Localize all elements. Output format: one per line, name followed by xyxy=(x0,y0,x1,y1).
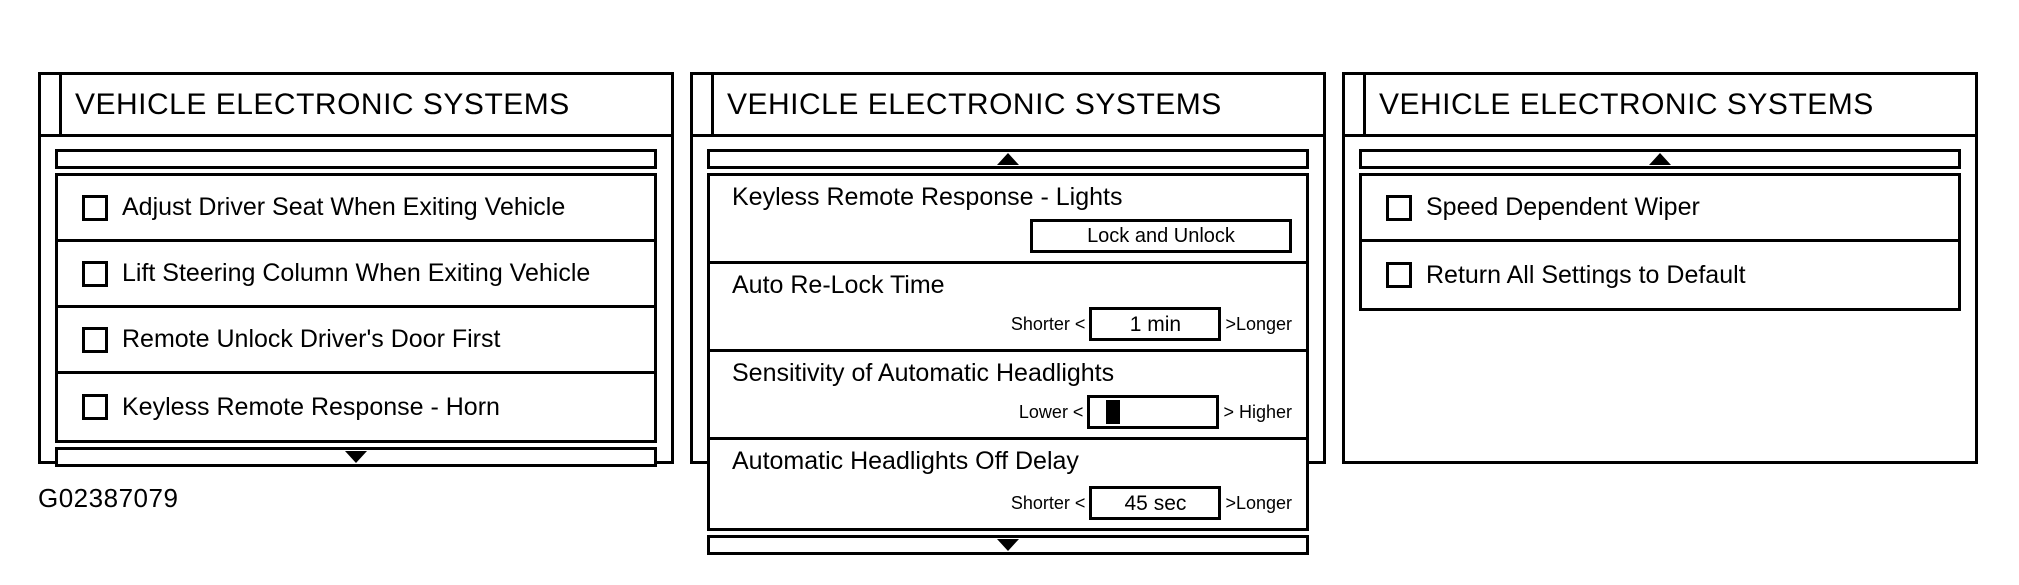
screen-body: Speed Dependent Wiper Return All Setting… xyxy=(1345,137,1975,461)
scroll-up-bar[interactable] xyxy=(707,149,1309,169)
screen-body: Keyless Remote Response - Lights Lock an… xyxy=(693,137,1323,555)
option-label: Automatic Headlights Off Delay xyxy=(732,447,1079,475)
scroll-down-arrow-icon[interactable] xyxy=(345,451,367,463)
option-label: Lift Steering Column When Exiting Vehicl… xyxy=(122,259,591,287)
slider-thumb[interactable] xyxy=(1105,400,1120,424)
screen-titlebar: VEHICLE ELECTRONIC SYSTEMS xyxy=(693,75,1323,137)
checkbox-icon[interactable] xyxy=(82,326,108,353)
scroll-down-arrow-icon[interactable] xyxy=(997,539,1019,551)
value-control[interactable]: Shorter < 45 sec >Longer xyxy=(1011,486,1292,520)
option-label: Remote Unlock Driver's Door First xyxy=(122,325,501,353)
checkbox-icon[interactable] xyxy=(82,260,108,287)
option-label: Speed Dependent Wiper xyxy=(1426,193,1700,221)
option-label: Sensitivity of Automatic Headlights xyxy=(732,359,1115,387)
value-field[interactable]: 45 sec xyxy=(1089,486,1222,520)
decrease-label: Shorter < xyxy=(1010,314,1086,334)
vehicle-electronic-systems-screen-3: VEHICLE ELECTRONIC SYSTEMS Speed Depende… xyxy=(1342,72,1978,464)
scroll-up-bar[interactable] xyxy=(1359,149,1961,169)
option-label: Auto Re-Lock Time xyxy=(732,271,945,299)
scroll-up-arrow-icon[interactable] xyxy=(997,153,1019,165)
option-list: Adjust Driver Seat When Exiting Vehicle … xyxy=(55,173,657,443)
value-control[interactable]: Lower < > Higher xyxy=(1019,395,1292,429)
titlebar-accent-bar xyxy=(711,75,714,134)
value-field[interactable]: 1 min xyxy=(1089,307,1222,341)
option-list: Speed Dependent Wiper Return All Setting… xyxy=(1359,173,1961,311)
screen-title: VEHICLE ELECTRONIC SYSTEMS xyxy=(75,87,570,121)
screen-titlebar: VEHICLE ELECTRONIC SYSTEMS xyxy=(41,75,671,137)
list-item[interactable]: Speed Dependent Wiper xyxy=(1362,176,1958,242)
list-item[interactable]: Auto Re-Lock Time Shorter < 1 min >Longe… xyxy=(710,264,1306,352)
checkbox-icon[interactable] xyxy=(1386,194,1412,221)
value-control[interactable]: Shorter < 1 min >Longer xyxy=(1011,307,1292,341)
checkbox-icon[interactable] xyxy=(1386,262,1412,288)
list-item[interactable]: Adjust Driver Seat When Exiting Vehicle xyxy=(58,176,654,242)
titlebar-accent-bar xyxy=(59,75,62,134)
vehicle-electronic-systems-screen-1: VEHICLE ELECTRONIC SYSTEMS Adjust Driver… xyxy=(38,72,674,467)
list-item[interactable]: Remote Unlock Driver's Door First xyxy=(58,308,654,374)
option-label: Adjust Driver Seat When Exiting Vehicle xyxy=(122,193,566,221)
scroll-down-bar[interactable] xyxy=(55,447,657,467)
scroll-up-bar[interactable] xyxy=(55,149,657,169)
decrease-label: Shorter < xyxy=(1010,493,1086,513)
screen-title: VEHICLE ELECTRONIC SYSTEMS xyxy=(727,87,1222,121)
option-label: Keyless Remote Response - Lights xyxy=(732,183,1123,211)
list-item[interactable]: Keyless Remote Response - Lights Lock an… xyxy=(710,176,1306,264)
value-control[interactable]: Lock and Unlock xyxy=(1030,219,1292,253)
list-item[interactable]: Automatic Headlights Off Delay Shorter <… xyxy=(710,440,1306,528)
value-field[interactable]: Lock and Unlock xyxy=(1030,219,1292,253)
figure-caption: G02387079 xyxy=(38,483,179,513)
screen-body: Adjust Driver Seat When Exiting Vehicle … xyxy=(41,137,671,467)
list-item[interactable]: Lift Steering Column When Exiting Vehicl… xyxy=(58,242,654,308)
vehicle-electronic-systems-screen-2: VEHICLE ELECTRONIC SYSTEMS Keyless Remot… xyxy=(690,72,1326,555)
list-item[interactable]: Sensitivity of Automatic Headlights Lowe… xyxy=(710,352,1306,440)
list-item[interactable]: Return All Settings to Default xyxy=(1362,242,1958,308)
option-label: Keyless Remote Response - Horn xyxy=(122,392,500,421)
scroll-up-arrow-icon[interactable] xyxy=(1649,153,1671,165)
screen-title: VEHICLE ELECTRONIC SYSTEMS xyxy=(1379,87,1874,121)
scroll-down-bar[interactable] xyxy=(707,535,1309,555)
titlebar-accent-bar xyxy=(1363,75,1366,134)
sensitivity-slider[interactable] xyxy=(1087,395,1220,429)
option-label: Return All Settings to Default xyxy=(1426,260,1746,289)
screen-titlebar: VEHICLE ELECTRONIC SYSTEMS xyxy=(1345,75,1975,137)
increase-label: >Longer xyxy=(1225,493,1292,513)
option-list: Keyless Remote Response - Lights Lock an… xyxy=(707,173,1309,531)
checkbox-icon[interactable] xyxy=(82,194,108,221)
list-item[interactable]: Keyless Remote Response - Horn xyxy=(58,374,654,440)
decrease-label: Lower < xyxy=(1018,402,1084,422)
increase-label: > Higher xyxy=(1223,402,1292,422)
checkbox-icon[interactable] xyxy=(82,394,108,420)
increase-label: >Longer xyxy=(1225,314,1292,334)
